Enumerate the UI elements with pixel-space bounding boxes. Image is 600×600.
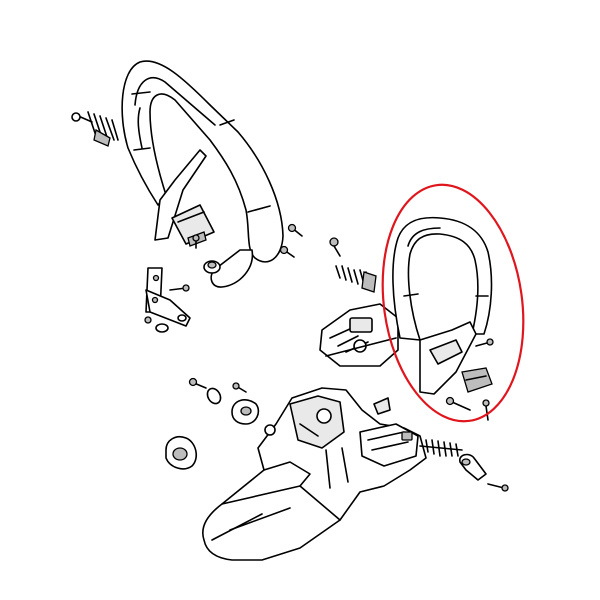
annular-buffer-spring-left	[71, 111, 119, 147]
engine-housing	[202, 387, 427, 561]
bolt-and-sleeve	[188, 377, 260, 425]
screw-icon	[192, 234, 200, 249]
rubber-plug-bottom	[165, 435, 198, 470]
annular-buffer-spring-right	[419, 439, 463, 457]
rear-handle-highlighted	[392, 216, 494, 421]
plug-icon	[203, 260, 221, 274]
screw-icon	[287, 223, 303, 237]
clip-and-screw	[459, 453, 509, 492]
engine-cylinder	[319, 303, 399, 367]
annular-buffer-spring-center	[329, 237, 377, 293]
screw-icon	[279, 245, 295, 258]
mounting-bracket	[144, 267, 191, 333]
mounting-screws-front	[192, 223, 303, 274]
highlight-ring	[381, 183, 525, 423]
front-handlebar	[121, 60, 284, 288]
